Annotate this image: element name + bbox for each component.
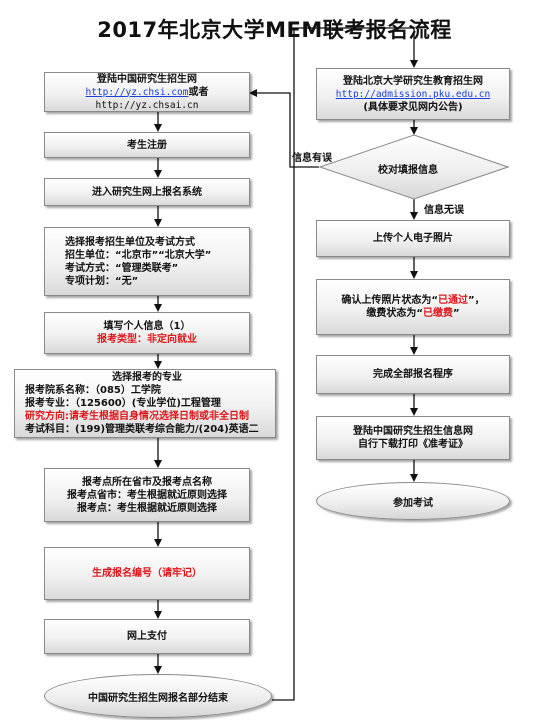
- major-program: 报考专业：（125600）(专业学位)工程管理: [25, 398, 221, 409]
- exam-site-province: 报考点省市：考生根据就近原则选择: [67, 489, 227, 501]
- major-heading: 选择报考的专业: [112, 372, 182, 383]
- enter-system-label: 进入研究生网上报名系统: [92, 186, 202, 198]
- step-upload-photo: 上传个人电子照片: [316, 220, 510, 257]
- confirm-pay-status: 已缴费: [423, 308, 453, 319]
- register-label: 考生注册: [127, 139, 167, 151]
- confirm-photo-text: 确认上传照片状态为“: [341, 295, 438, 306]
- step-chsi-end: 中国研究生招生网报名部分结束: [44, 674, 272, 718]
- step-register: 考生注册: [44, 132, 250, 158]
- choose-unit-method: 考试方式：“管理类联考”: [65, 262, 179, 274]
- choose-unit-unit: 招生单位：“北京市”“北京大学”: [65, 249, 212, 261]
- generate-id-label: 生成报名编号（请牢记）: [92, 568, 202, 579]
- attend-exam-label: 参加考试: [393, 497, 433, 509]
- step-attend-exam: 参加考试: [316, 482, 510, 520]
- step-enter-system: 进入研究生网上报名系统: [44, 178, 250, 206]
- confirm-pay-text: 缴费状态为“: [366, 308, 423, 319]
- verify-label: 校对填报信息: [378, 165, 438, 176]
- major-subjects: 考试科目：(199)管理类联考综合能力/(204)英语二: [25, 424, 259, 435]
- major-direction: 研究方向:请考生根据自身情况选择日制或非全日制: [25, 411, 249, 422]
- choose-unit-plan: 专项计划：“无”: [65, 275, 139, 287]
- personal-info-heading: 填写个人信息（1）: [103, 321, 191, 332]
- confirm-pay-end: ”: [453, 308, 460, 319]
- label-info-error: 信息有误: [292, 153, 332, 164]
- step-exam-site: 报考点所在省市及报考点名称 报考点省市：考生根据就近原则选择 报考点：考生根据就…: [44, 468, 250, 522]
- step-online-pay: 网上支付: [44, 619, 250, 654]
- login-chsi-label: 登陆中国研究生招生网: [97, 73, 197, 85]
- exam-site-name: 报考点：考生根据就近原则选择: [77, 502, 217, 514]
- pku-link[interactable]: http://admission.pku.edu.cn: [335, 88, 491, 100]
- major-dept: 报考院系名称：（085）工学院: [25, 385, 161, 396]
- step-choose-major: 选择报考的专业 报考院系名称：（085）工学院 报考专业：（125600）(专业…: [14, 369, 276, 438]
- chsi-end-label: 中国研究生招生网报名部分结束: [88, 692, 228, 704]
- download-ticket-text: 自行下载打印《准考证》: [358, 439, 468, 450]
- page-title: 2017年北京大学MEM联考报名流程: [97, 18, 452, 42]
- step-personal-info: 填写个人信息（1） 报考类型：非定向就业: [44, 312, 250, 354]
- confirm-photo-end: ”，: [468, 295, 485, 306]
- exam-site-heading: 报考点所在省市及报考点名称: [82, 476, 212, 488]
- confirm-photo-status: 已通过: [438, 295, 468, 306]
- label-info-ok: 信息无误: [424, 205, 464, 216]
- step-download-ticket: 登陆中国研究生招生信息网 自行下载打印《准考证》: [316, 416, 510, 460]
- complete-label: 完成全部报名程序: [373, 369, 453, 380]
- step-login-pku: 登陆北京大学研究生教育招生网 http://admission.pku.edu.…: [316, 68, 510, 120]
- online-pay-label: 网上支付: [127, 631, 167, 642]
- step-choose-unit: 选择报考招生单位及考试方式 招生单位：“北京市”“北京大学” 考试方式：“管理类…: [44, 227, 250, 296]
- chsi-link[interactable]: http://yz.chsi.com: [85, 86, 189, 98]
- upload-photo-label: 上传个人电子照片: [373, 233, 453, 244]
- personal-info-type: 报考类型：非定向就业: [97, 334, 197, 345]
- step-complete: 完成全部报名程序: [316, 355, 510, 394]
- pku-login-note: (具体要求见网内公告): [363, 101, 463, 113]
- step-login-chsi: 登陆中国研究生招生网 http://yz.chsi.com或者 http://y…: [44, 72, 250, 112]
- chsai-url: http://yz.chsai.cn: [95, 99, 199, 111]
- download-heading: 登陆中国研究生招生信息网: [353, 426, 473, 437]
- step-confirm-status: 确认上传照片状态为“已通过”， 缴费状态为“已缴费”: [316, 279, 510, 335]
- or-text: 或者: [188, 86, 209, 98]
- choose-unit-heading: 选择报考招生单位及考试方式: [65, 236, 195, 248]
- pku-login-label: 登陆北京大学研究生教育招生网: [343, 75, 483, 87]
- verify-diamond: [318, 134, 510, 200]
- step-generate-id: 生成报名编号（请牢记）: [44, 547, 250, 600]
- arrow-end-pku: [272, 27, 418, 701]
- arrow-error-back: [249, 89, 319, 168]
